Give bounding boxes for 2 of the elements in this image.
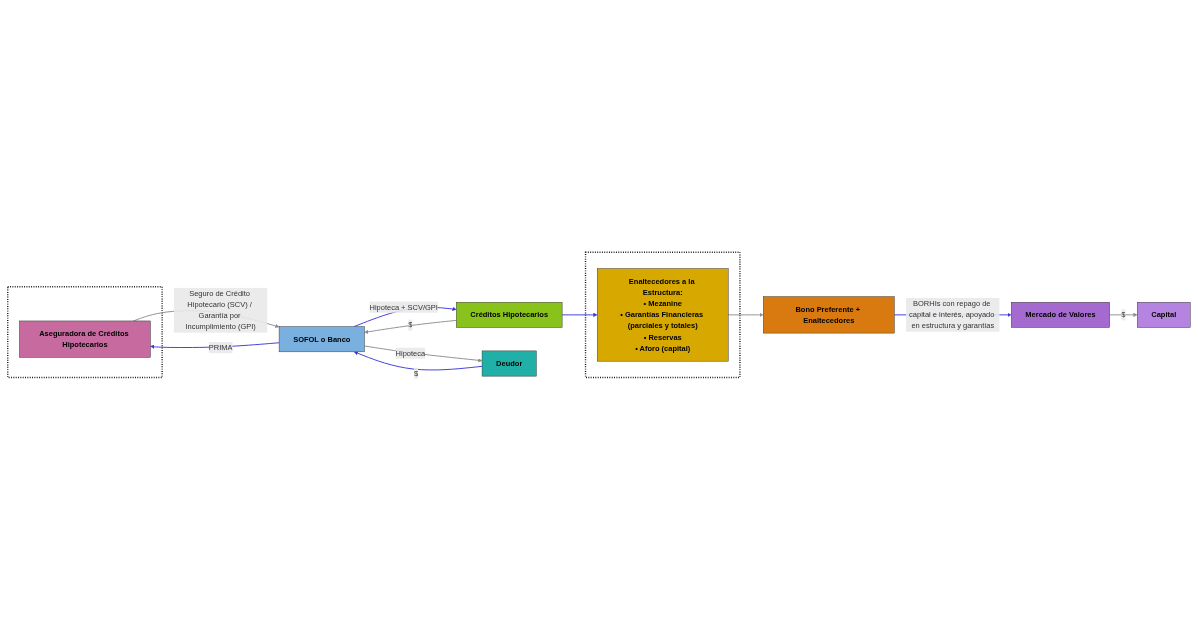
cluster <box>7 285 163 378</box>
cluster <box>584 250 741 378</box>
